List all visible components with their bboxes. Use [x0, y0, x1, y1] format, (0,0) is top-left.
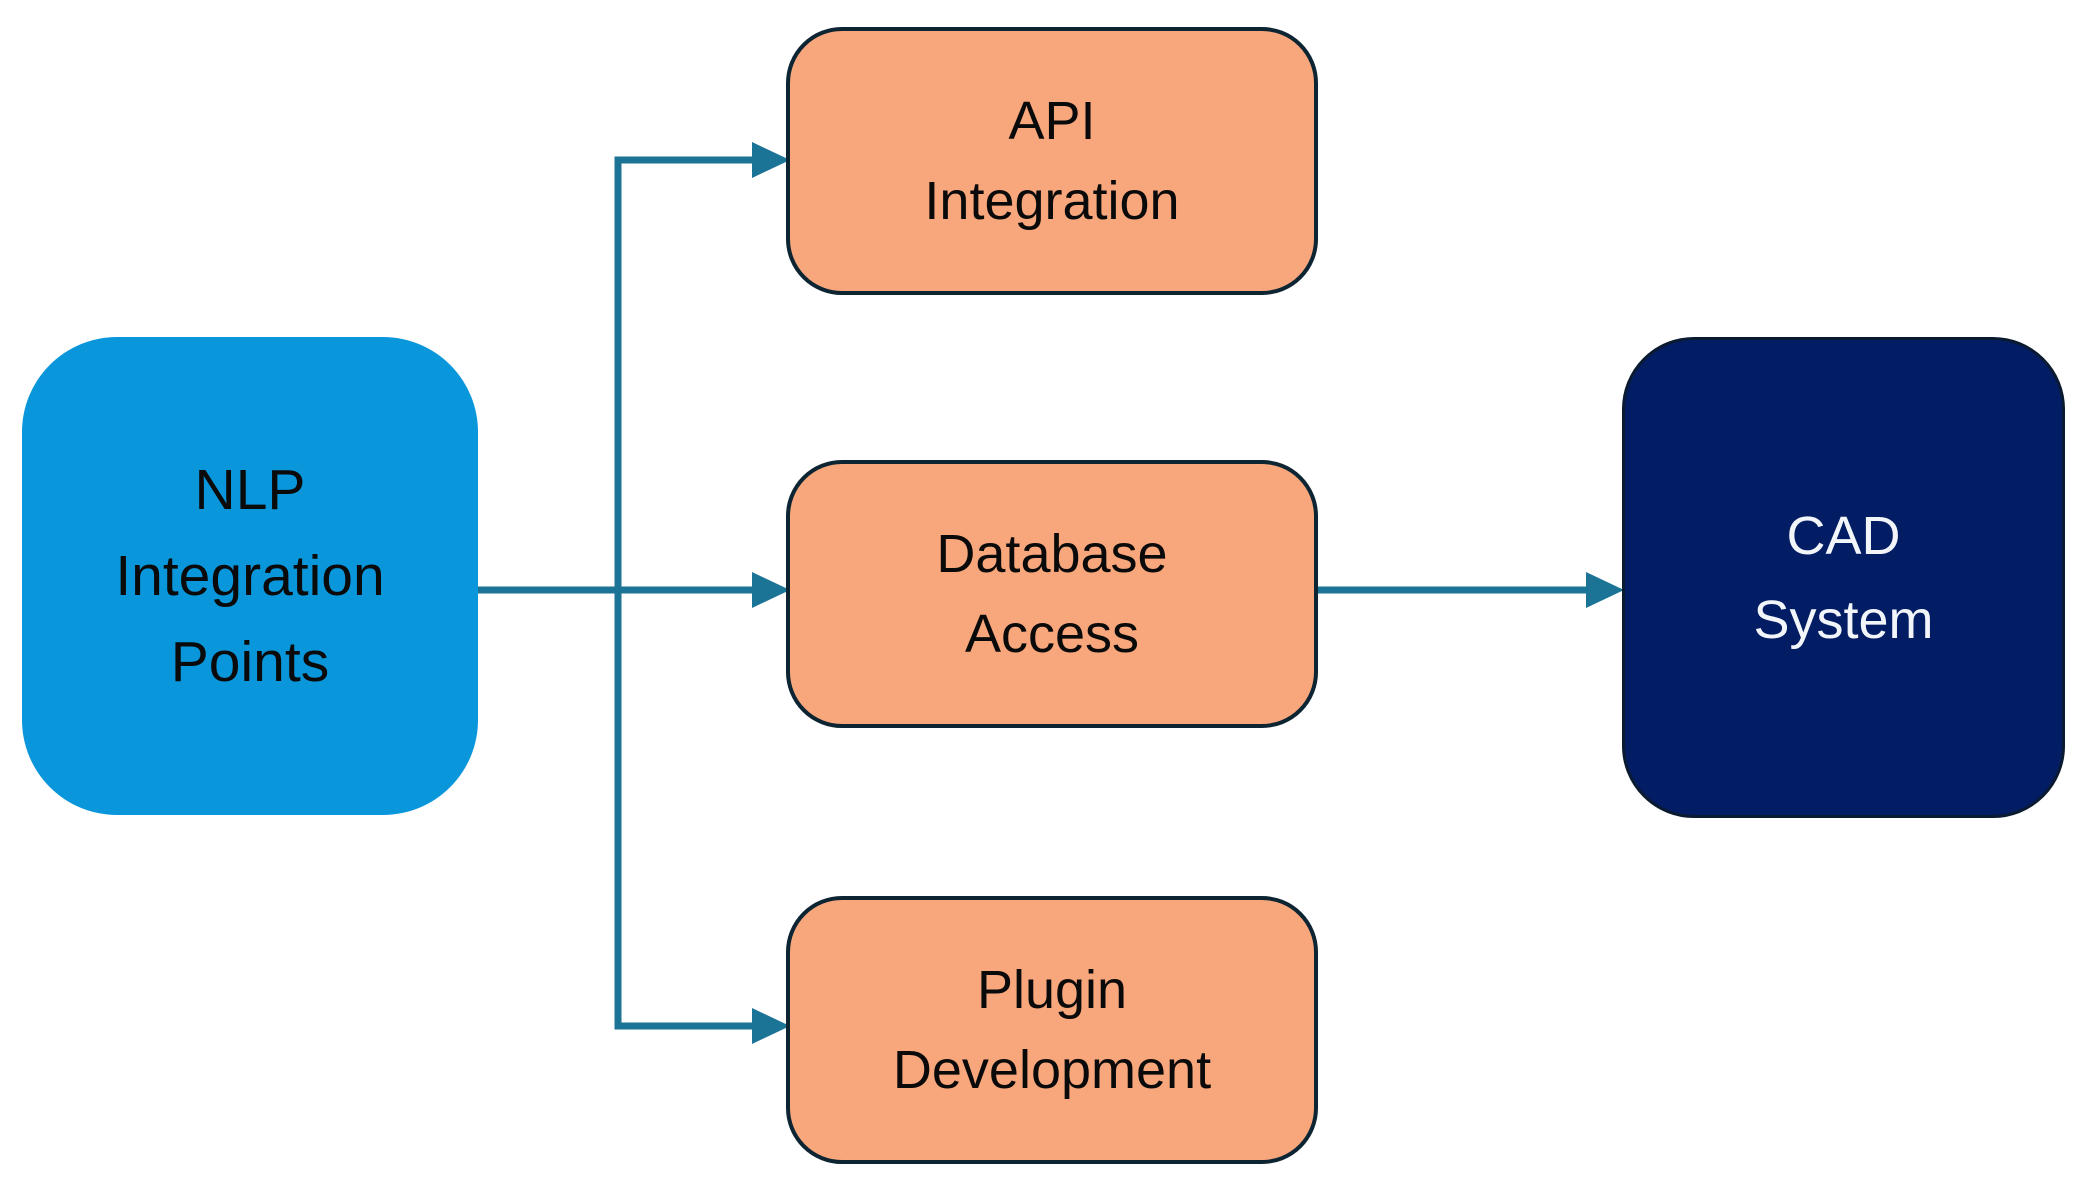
- node-label-line: Integration: [115, 544, 385, 608]
- node-label-line: Plugin: [976, 960, 1128, 1020]
- node-label-line: Database: [936, 524, 1168, 584]
- node-nlp-integration-points: NLP Integration Points: [22, 337, 478, 815]
- node-label-line: NLP: [194, 458, 306, 522]
- edge-nlp-to-plugin-arrowhead: [752, 1008, 790, 1044]
- edge-nlp-to-api-arrowhead: [752, 142, 790, 178]
- node-database-access: Database Access: [786, 460, 1318, 728]
- node-label-line: Points: [170, 630, 330, 694]
- node-plugin-development: Plugin Development: [786, 896, 1318, 1164]
- edge-nlp-to-database-arrowhead: [752, 572, 790, 608]
- node-label-line: CAD: [1786, 505, 1901, 566]
- node-label-line: API: [1008, 91, 1096, 151]
- edge-database-to-cad-arrowhead: [1586, 572, 1624, 608]
- node-label-line: System: [1753, 589, 1934, 650]
- node-cad-system: CAD System: [1622, 337, 2065, 818]
- node-api-integration: API Integration: [786, 27, 1318, 295]
- node-label-line: Integration: [924, 171, 1180, 231]
- node-label-line: Development: [892, 1040, 1212, 1100]
- node-label-line: Access: [964, 604, 1140, 664]
